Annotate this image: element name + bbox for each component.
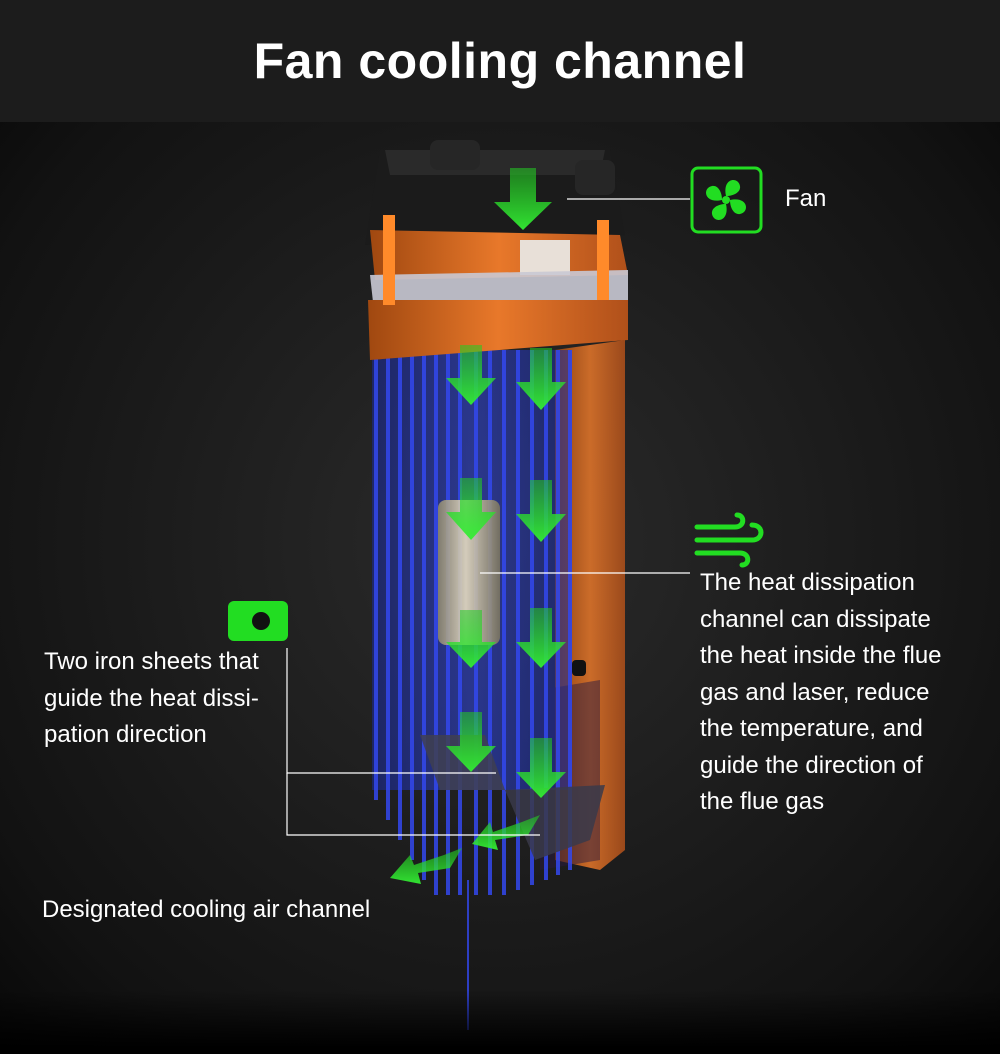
airflow-arrows [390,168,566,884]
heat-channel-line: gas and laser, reduce [700,678,930,706]
cooling-fan [365,140,625,245]
iron-sheets-description: Two iron sheets that guide the heat diss… [44,644,294,754]
bottom-fade [0,990,1000,1054]
iron-sheets-line: Two iron sheets that [44,648,259,675]
iron-sheets-line: guide the heat dissi- [44,684,259,712]
heat-channel-line: guide the direction of [700,751,923,779]
fan-icon [690,166,763,234]
air-channel-label: Designated cooling air channel [42,896,371,923]
heatsink-fins [372,350,572,1030]
laser-tube [438,500,500,645]
heat-channel-line: channel can dissipate [700,605,931,633]
heat-channel-line: the heat inside the flue [700,642,942,669]
screw-nub [572,660,586,676]
heat-channel-line: The heat dissipation [700,569,915,596]
page-title: Fan cooling channel [253,33,747,89]
heat-channel-description: The heat dissipation channel can dissipa… [700,565,990,821]
sheet-icon [228,601,288,641]
callout-lines [286,198,690,836]
airflow-icon [694,512,764,568]
iron-sheets-line: pation direction [44,721,207,748]
fan-label: Fan [785,185,827,212]
top-orange-plate [368,215,628,360]
heat-channel-line: the flue gas [700,788,825,815]
header-bar: Fan cooling channel [0,0,1000,122]
heat-channel-line: the temperature, and [700,715,923,742]
